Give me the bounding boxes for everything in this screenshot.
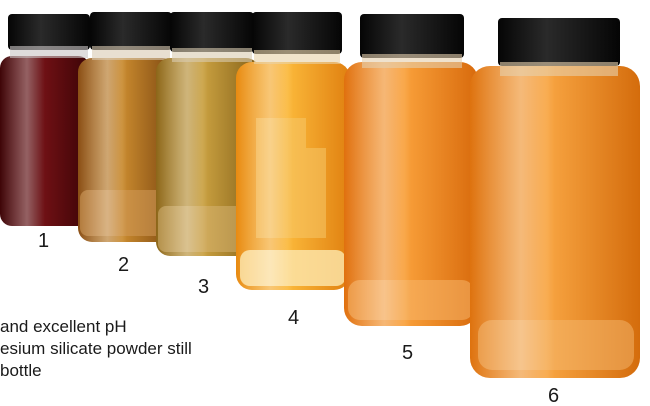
bottle-4-number: 4 bbox=[288, 307, 300, 329]
bottle-3-number: 3 bbox=[198, 276, 210, 298]
photo-caption: and excellent pH esium silicate powder s… bbox=[0, 316, 300, 382]
bottle-1-cap bbox=[8, 14, 90, 50]
bottle-1-number: 1 bbox=[38, 230, 50, 252]
bottle-6-number: 6 bbox=[548, 385, 560, 406]
bottle-4-cap bbox=[252, 12, 342, 54]
bottle-6 bbox=[470, 18, 640, 378]
bottle-6-cap bbox=[498, 18, 620, 66]
bottle-1 bbox=[0, 14, 90, 226]
bottle-5-cap bbox=[360, 14, 464, 58]
caption-line: esium silicate powder still bbox=[0, 339, 192, 358]
bottle-5-number: 5 bbox=[402, 342, 414, 364]
bottle-3 bbox=[156, 12, 260, 256]
bottle-2 bbox=[78, 12, 176, 242]
bottle-5 bbox=[344, 14, 478, 326]
caption-line: and excellent pH bbox=[0, 317, 127, 336]
bottle-2-cap bbox=[90, 12, 172, 50]
bottle-2-number: 2 bbox=[118, 254, 130, 276]
caption-line: bottle bbox=[0, 361, 42, 380]
bottle-4 bbox=[236, 12, 350, 290]
bottle-3-cap bbox=[170, 12, 254, 52]
